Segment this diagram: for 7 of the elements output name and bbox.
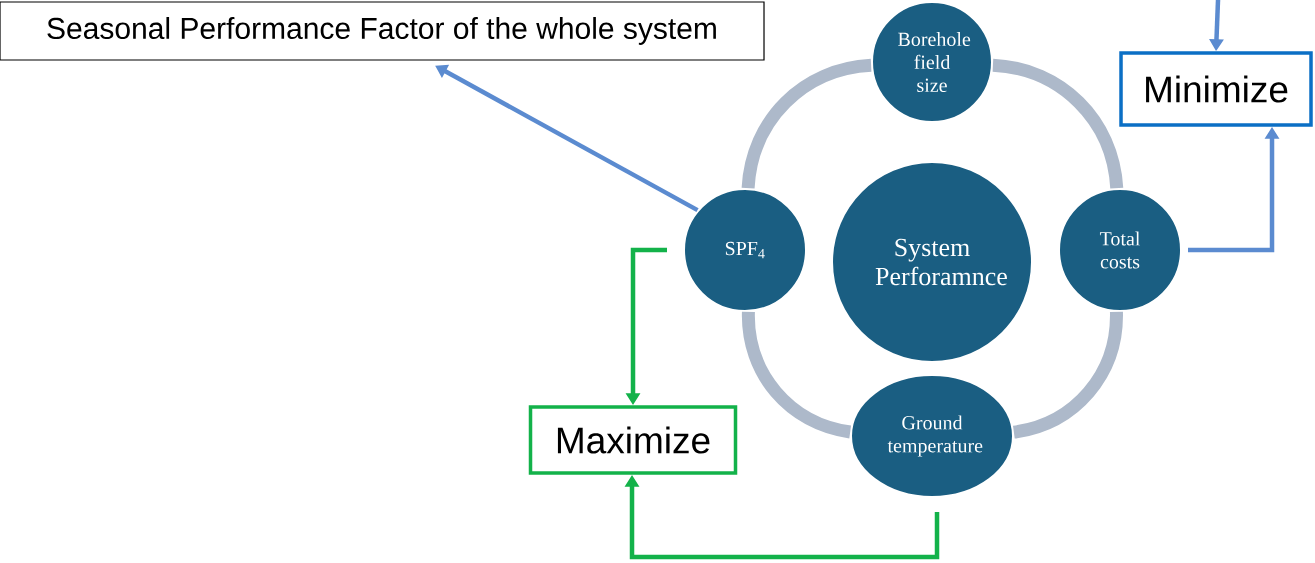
- minimize-box: Minimize: [1119, 51, 1313, 127]
- text-box: Seasonal Performance Factor of the whole system: [0, 1, 765, 61]
- ring-segment: [741, 311, 852, 439]
- ring-segment: [741, 58, 872, 189]
- maximize-box: Maximize: [528, 405, 738, 475]
- ring-segment: [1012, 311, 1123, 439]
- ring-segment: [992, 58, 1124, 189]
